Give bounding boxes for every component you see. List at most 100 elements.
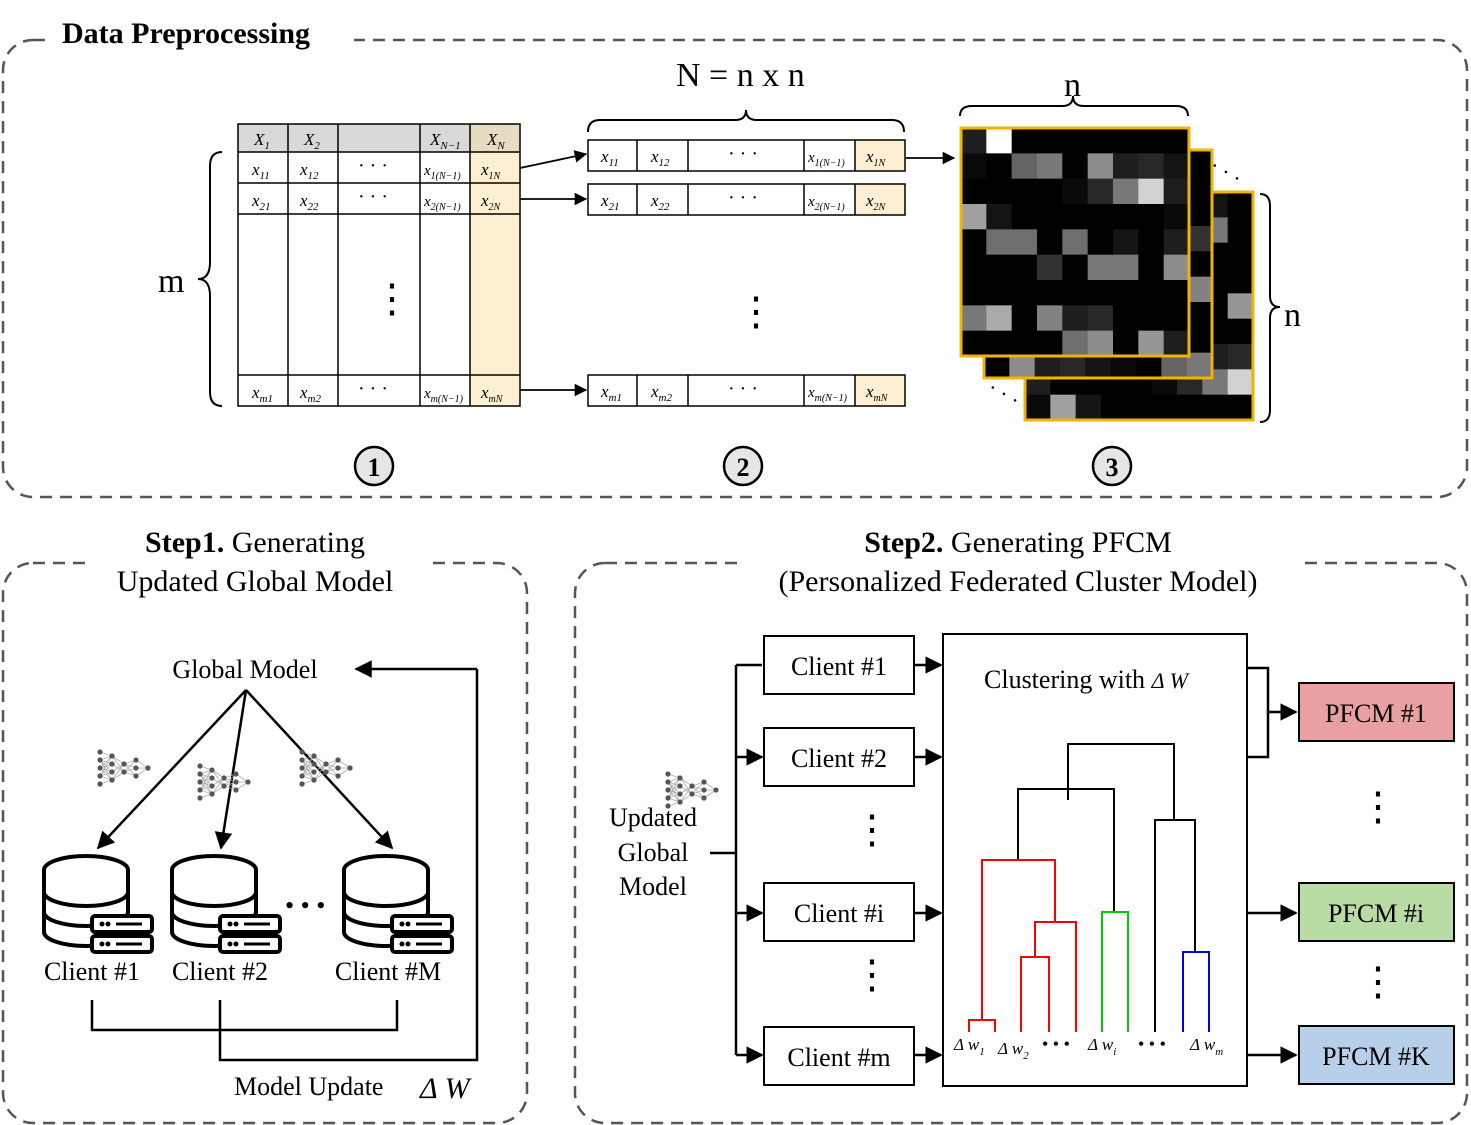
matrix-cell — [1186, 352, 1213, 379]
n-brace-top — [587, 109, 905, 133]
matrix-cell — [1113, 178, 1139, 205]
matrix-cell — [1177, 394, 1203, 421]
matrix-cell — [1138, 204, 1165, 230]
n-label-side: n — [1284, 297, 1301, 334]
table-dots-rowm: · · · — [358, 378, 388, 400]
matrix-cell — [1113, 280, 1139, 306]
matrix-cell — [1062, 204, 1089, 230]
table-dots-row2: · · · — [358, 186, 388, 208]
step2-title: Step2. Generating PFCM — [864, 526, 1172, 559]
matrix-cell — [1138, 254, 1165, 281]
step2-title-line2: (Personalized Federated Cluster Model) — [778, 565, 1257, 598]
vector-cell: x1(N−1) — [807, 150, 845, 169]
m-label: m — [158, 263, 184, 300]
vector-cell: x2N — [865, 191, 887, 213]
matrix-cell — [961, 305, 987, 332]
vector-cell: xm1 — [600, 382, 622, 404]
matrix-cell — [1163, 153, 1190, 180]
matrix-cell — [1087, 330, 1114, 357]
svg-text:Client #2: Client #2 — [791, 744, 887, 773]
matrix-cell — [1138, 305, 1165, 332]
preprocessing-frame — [1, 38, 1469, 499]
table-cell-row-1-1: x12 — [299, 160, 319, 182]
matrix-cell — [1011, 153, 1038, 180]
leaf-label-wi: Δ wi — [1087, 1035, 1116, 1058]
vector-cell: x2(N−1) — [807, 194, 845, 213]
clustering-label: Clustering with Δ W — [984, 665, 1190, 694]
table-cell-row-1-3: x1N — [480, 160, 502, 182]
table-cell-row-2-0: x21 — [251, 191, 271, 213]
matrix-cell — [986, 330, 1013, 357]
matrix-cell — [1186, 251, 1213, 278]
matrix-cell — [986, 204, 1013, 230]
matrix-cell — [1011, 178, 1038, 205]
matrix-cell — [1011, 204, 1038, 230]
matrix-cell — [1087, 254, 1114, 281]
matrix-cell — [1113, 254, 1139, 281]
header-x2: X2 — [303, 130, 320, 152]
pfcm-box-i: PFCM #i — [1298, 882, 1455, 942]
image-matrices: n · · · · · · n — [959, 67, 1301, 423]
matrix-cell — [1138, 330, 1165, 357]
step-circle-1: 1 — [353, 445, 395, 487]
m-brace — [197, 151, 223, 407]
matrix-cell — [1163, 254, 1190, 281]
matrix-cell — [961, 153, 987, 180]
matrix-cell — [1227, 394, 1254, 421]
step2-frame — [573, 561, 1469, 1125]
matrix-cell — [1037, 153, 1063, 180]
matrix-cell — [1227, 242, 1254, 269]
table-vdots: ⋮ — [372, 276, 412, 321]
matrix-cell — [1037, 254, 1063, 281]
matrix-cell — [1113, 128, 1139, 154]
preprocessing-title: Data Preprocessing — [62, 17, 310, 50]
matrix-cell — [1087, 153, 1114, 180]
matrix-cell — [1025, 394, 1051, 421]
matrix-cell — [1202, 394, 1229, 421]
svg-text:Client #m: Client #m — [787, 1043, 890, 1072]
client-m-label: Client #M — [335, 957, 441, 986]
matrix-cell — [1037, 178, 1063, 205]
nn-icon — [196, 762, 252, 802]
leaf-label-wm: Δ wm — [1189, 1035, 1223, 1058]
matrix-cell — [1113, 330, 1139, 357]
matrix-cell — [1163, 305, 1190, 332]
client-1-label: Client #1 — [44, 957, 140, 986]
matrix-cell — [961, 254, 987, 281]
matrix-cell — [1087, 229, 1114, 256]
matrix-cell — [986, 254, 1013, 281]
matrix-cell — [986, 229, 1013, 256]
database-icon — [170, 854, 282, 954]
matrix-cell — [1163, 280, 1190, 306]
matrix-cell — [1037, 330, 1063, 357]
matrix-cell — [961, 204, 987, 230]
matrix-cell — [1163, 229, 1190, 256]
leaf-dots-2: • • • — [1138, 1034, 1166, 1054]
matrix-cell — [1186, 150, 1213, 176]
matrix-cell — [961, 330, 987, 357]
svg-text:PFCM #i: PFCM #i — [1328, 899, 1424, 928]
updated-global-model-line3: Model — [619, 872, 687, 901]
n-label-top: n — [1064, 67, 1081, 104]
table-cell-row-2-2: x2(N−1) — [423, 194, 461, 213]
matrix-cell — [1087, 305, 1114, 332]
matrix-cell — [1037, 280, 1063, 306]
matrix-cell — [1113, 153, 1139, 180]
matrix-cell — [1087, 204, 1114, 230]
matrix-cell — [961, 128, 987, 154]
matrix-cell — [1163, 178, 1190, 205]
matrix-cell — [1037, 229, 1063, 256]
matrix-cell — [961, 229, 987, 256]
step1-frame — [1, 561, 529, 1125]
pfcm-vdots-1: ⋮ — [1358, 784, 1398, 829]
matrix-cell — [1062, 178, 1089, 205]
nn-icon — [96, 748, 152, 788]
matrix-cell — [1186, 327, 1213, 354]
matrix-cell — [1087, 128, 1114, 154]
step-circle-2: 2 — [722, 445, 764, 487]
matrix-cell — [986, 178, 1013, 205]
matrix-cell — [1138, 280, 1165, 306]
matrix-cell — [1151, 394, 1178, 421]
